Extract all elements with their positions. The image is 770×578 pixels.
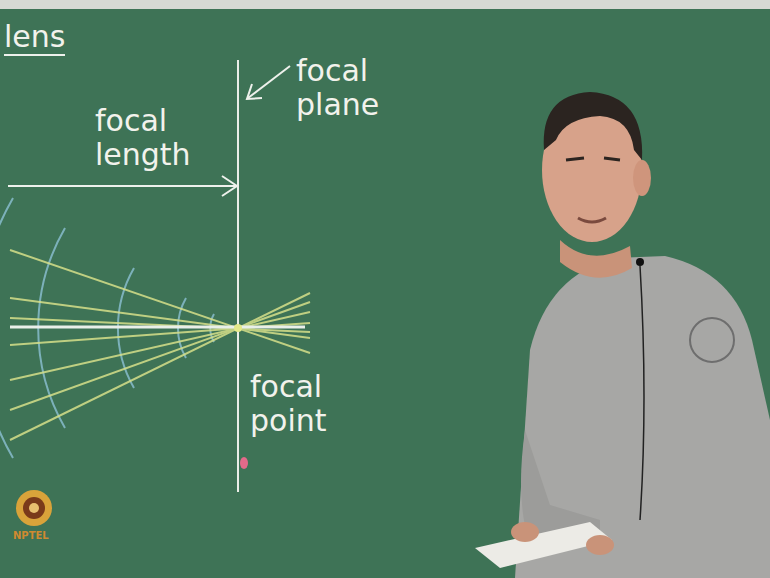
shirt [515, 256, 770, 578]
leader-head [247, 84, 262, 99]
callout-label: focal plane [296, 54, 406, 122]
ray [10, 250, 310, 353]
watermark: NPTEL [13, 530, 49, 542]
focal-point-dot [234, 324, 242, 332]
logo-center [29, 503, 39, 513]
optical-axis [10, 326, 305, 329]
ray [10, 323, 310, 345]
nptel-logo [16, 490, 52, 526]
heading-label: lens [4, 20, 65, 56]
logo-core [23, 497, 45, 519]
ear [633, 160, 651, 196]
leader-line [248, 66, 290, 98]
focal-length-arrow [8, 176, 237, 196]
leader-arrow [247, 66, 290, 99]
arrow-shaft [8, 185, 236, 187]
arrow-head [222, 176, 237, 196]
hand [586, 535, 614, 555]
mic-cable [640, 266, 644, 520]
hand [511, 522, 539, 542]
callout-label: focal point [250, 370, 350, 438]
lecturer [475, 92, 770, 578]
chalk-mark [240, 457, 248, 469]
hair [544, 92, 642, 160]
mouth [578, 218, 606, 222]
shirt-logo [690, 318, 734, 362]
wall-strip [0, 0, 770, 9]
neck [560, 240, 632, 278]
ray [10, 318, 310, 332]
dimension-label: focal length [95, 104, 195, 172]
focal-plane-line [237, 60, 239, 492]
logo-ring [16, 490, 52, 526]
microphone [636, 258, 644, 266]
eyebrows [566, 158, 620, 160]
